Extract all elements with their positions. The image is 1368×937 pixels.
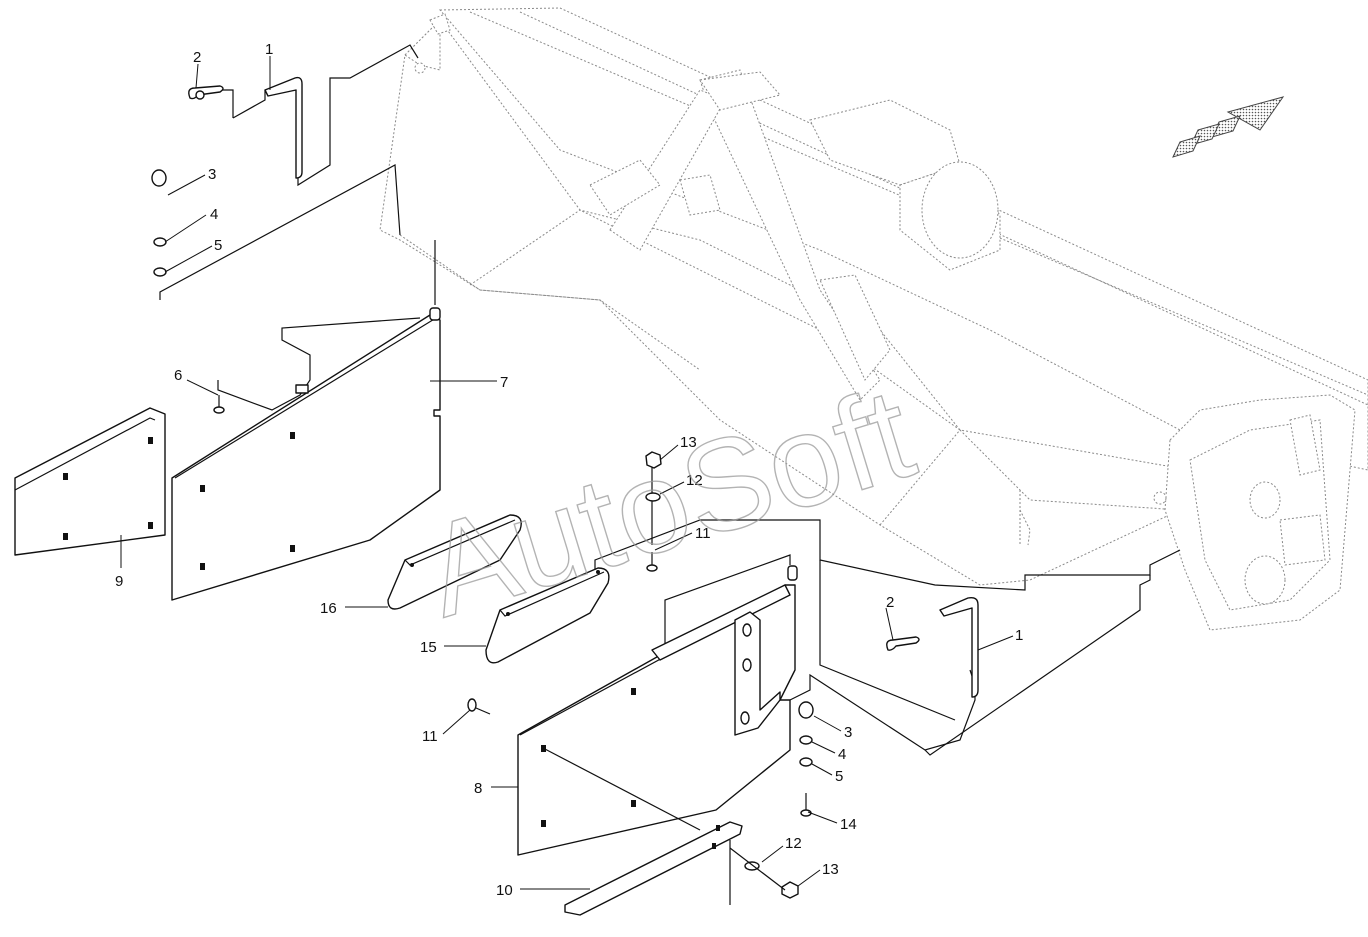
callout-8: 8 bbox=[474, 780, 482, 797]
callout-2: 2 bbox=[193, 49, 201, 66]
right-hardware bbox=[467, 560, 1151, 817]
watermark-text: AutoSoft bbox=[409, 359, 929, 644]
callout-4: 4 bbox=[838, 746, 846, 763]
callout-6: 6 bbox=[174, 367, 182, 384]
callout-1: 1 bbox=[1015, 627, 1023, 644]
callout-3: 3 bbox=[844, 724, 852, 741]
mower-frame-background bbox=[379, 7, 1368, 631]
callout-9: 9 bbox=[115, 573, 123, 590]
callout-12: 12 bbox=[686, 472, 703, 489]
callout-13: 13 bbox=[822, 861, 839, 878]
plate-7 bbox=[171, 307, 441, 601]
leader-lines bbox=[120, 56, 1014, 890]
plate-9 bbox=[14, 407, 166, 556]
callout-11: 11 bbox=[695, 525, 711, 542]
callout-14: 14 bbox=[840, 816, 857, 833]
callout-11: 11 bbox=[422, 728, 438, 745]
callout-4: 4 bbox=[210, 206, 218, 223]
callout-7: 7 bbox=[500, 374, 508, 391]
callout-5: 5 bbox=[835, 768, 843, 785]
callout-10: 10 bbox=[496, 882, 513, 899]
callout-labels: 1 2 3 4 5 6 7 9 13 12 11 16 15 2 1 11 3 … bbox=[115, 41, 1023, 899]
callout-15: 15 bbox=[420, 639, 437, 656]
skid-15 bbox=[485, 567, 610, 664]
bar-10 bbox=[564, 821, 799, 916]
callout-12: 12 bbox=[785, 835, 802, 852]
callout-16: 16 bbox=[320, 600, 337, 617]
callout-5: 5 bbox=[214, 237, 222, 254]
center-hardware bbox=[594, 451, 1181, 591]
top-left-hardware bbox=[151, 44, 436, 305]
callout-3: 3 bbox=[208, 166, 216, 183]
direction-arrow-icon bbox=[1172, 96, 1285, 158]
callout-13: 13 bbox=[680, 434, 697, 451]
callout-1: 1 bbox=[265, 41, 273, 58]
plate-8 bbox=[517, 554, 798, 856]
skid-16 bbox=[387, 514, 522, 610]
callout-2: 2 bbox=[886, 594, 894, 611]
